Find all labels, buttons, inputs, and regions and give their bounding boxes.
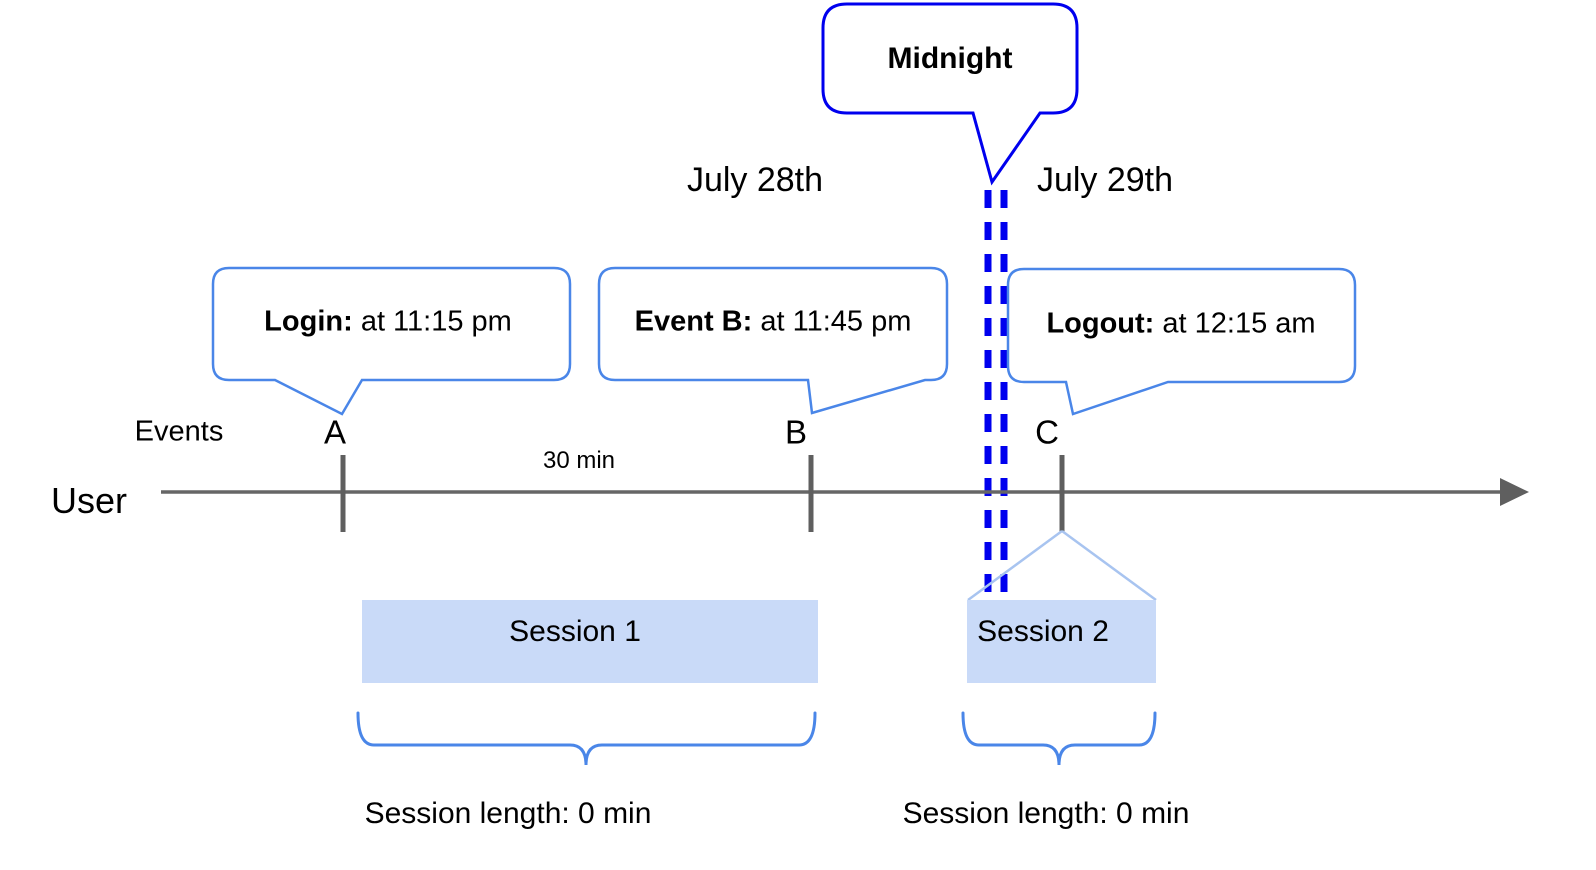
login-callout-text: Login: at 11:15 pm [264,305,512,338]
login-callout-bold: Login: [264,305,353,338]
logout-callout-text: Logout: at 12:15 am [1046,307,1316,340]
midnight-callout-label: Midnight [887,42,1013,75]
logout-callout-rest: at 12:15 am [1154,307,1316,340]
logout-callout-bold: Logout: [1046,307,1155,340]
session-1-length-label: Session length: 0 min [364,797,652,830]
event-b-callout-rest: at 11:45 pm [752,305,912,338]
tick-label-b: B [784,413,808,451]
row-label-events: Events [134,415,224,448]
gap-duration-label: 30 min [542,447,616,474]
midnight-dashed-lines [984,190,1008,592]
row-label-user: User [50,480,128,521]
event-tick-marks [340,455,1065,532]
session-2-bar [967,600,1156,683]
midnight-callout-shape [821,2,1079,186]
timeline-axis [161,478,1529,506]
tick-label-c: C [1035,413,1059,451]
date-label-july-29: July 29th [1036,161,1174,199]
event-b-callout-shape [597,266,949,415]
session-2-connector [967,529,1157,602]
session-1-brace [356,711,817,766]
session-1-bar [362,600,818,683]
logout-callout-shape [1006,267,1357,416]
login-callout-rest: at 11:15 pm [352,305,512,338]
session-2-brace [961,711,1157,766]
session-2-length-label: Session length: 0 min [902,797,1190,830]
session-2-label: Session 2 [977,615,1109,648]
event-b-callout-bold: Event B: [634,305,753,338]
login-callout-shape [211,266,572,416]
session-1-label: Session 1 [509,615,641,648]
event-b-callout-text: Event B: at 11:45 pm [634,305,912,338]
date-label-july-28: July 28th [686,161,824,199]
tick-label-a: A [323,413,347,451]
